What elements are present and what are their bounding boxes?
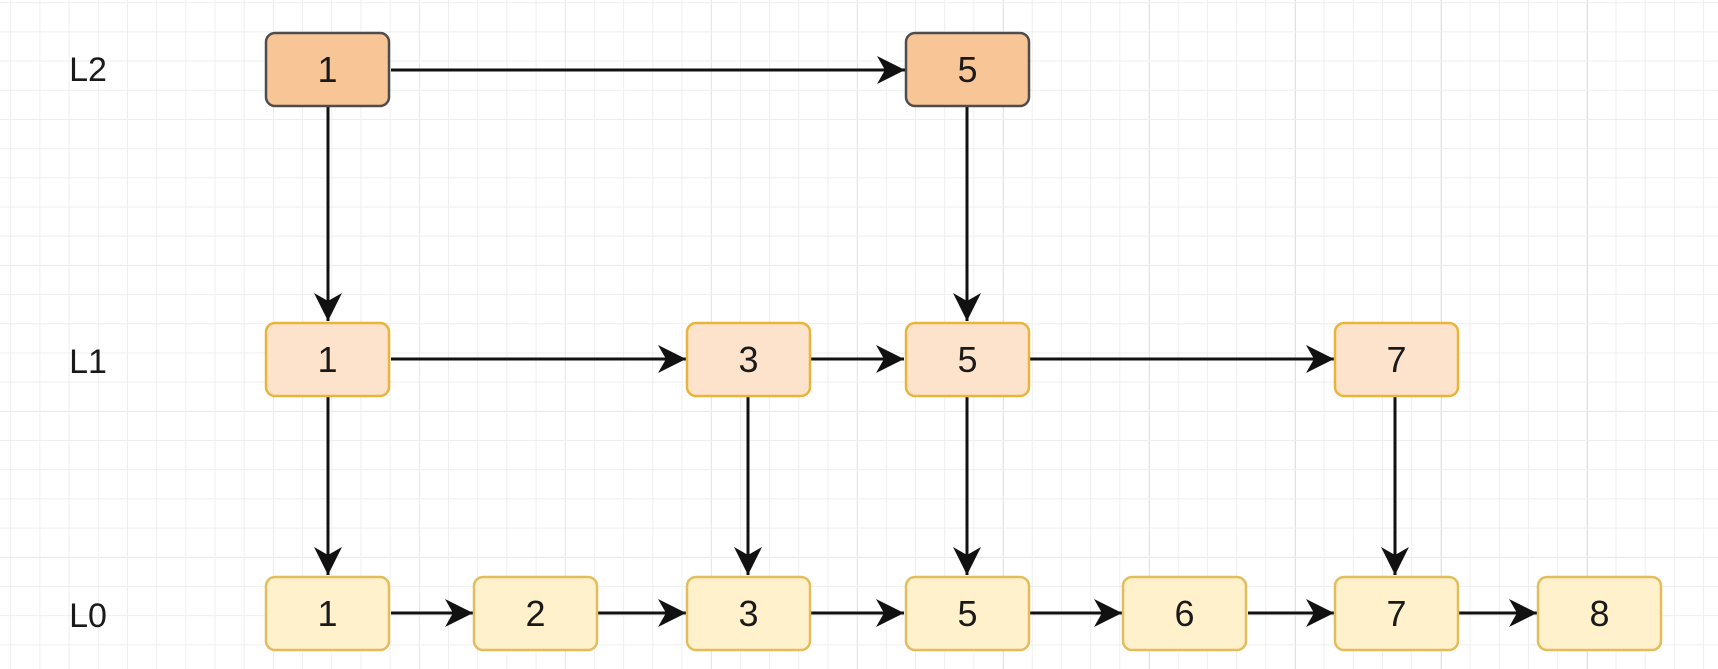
node-label: 7 (1386, 593, 1406, 634)
level-label-l2: L2 (69, 51, 107, 89)
l0-node-5: 5 (904, 575, 1031, 652)
node-label: 1 (317, 49, 337, 90)
node-label: 1 (317, 593, 337, 634)
l0-node-6: 6 (1121, 575, 1248, 652)
l1-node-3: 3 (685, 321, 812, 398)
node-label: 3 (738, 339, 758, 380)
l2-node-5: 5 (904, 31, 1031, 108)
node-label: 3 (738, 593, 758, 634)
l0-node-7: 7 (1333, 575, 1460, 652)
level-label-l0: L0 (69, 597, 107, 635)
l2-nodes: 1 5 (264, 31, 1031, 108)
l1-node-7: 7 (1333, 321, 1460, 398)
l0-node-1: 1 (264, 575, 391, 652)
l1-node-1: 1 (264, 321, 391, 398)
l0-nodes: 1 2 3 5 6 7 8 (264, 575, 1663, 652)
l1-node-5: 5 (904, 321, 1031, 398)
node-label: 7 (1386, 339, 1406, 380)
l1-nodes: 1 3 5 7 (264, 321, 1460, 398)
node-label: 2 (525, 593, 545, 634)
l0-node-2: 2 (472, 575, 599, 652)
l0-node-8: 8 (1536, 575, 1663, 652)
l1-down-links (314, 396, 1409, 575)
node-label: 5 (957, 49, 977, 90)
level-label-l1: L1 (69, 343, 107, 381)
node-label: 5 (957, 593, 977, 634)
node-label: 1 (317, 339, 337, 380)
l2-down-links (314, 106, 981, 321)
l2-node-1: 1 (264, 31, 391, 108)
node-label: 6 (1174, 593, 1194, 634)
l0-node-3: 3 (685, 575, 812, 652)
node-label: 5 (957, 339, 977, 380)
node-label: 8 (1589, 593, 1609, 634)
